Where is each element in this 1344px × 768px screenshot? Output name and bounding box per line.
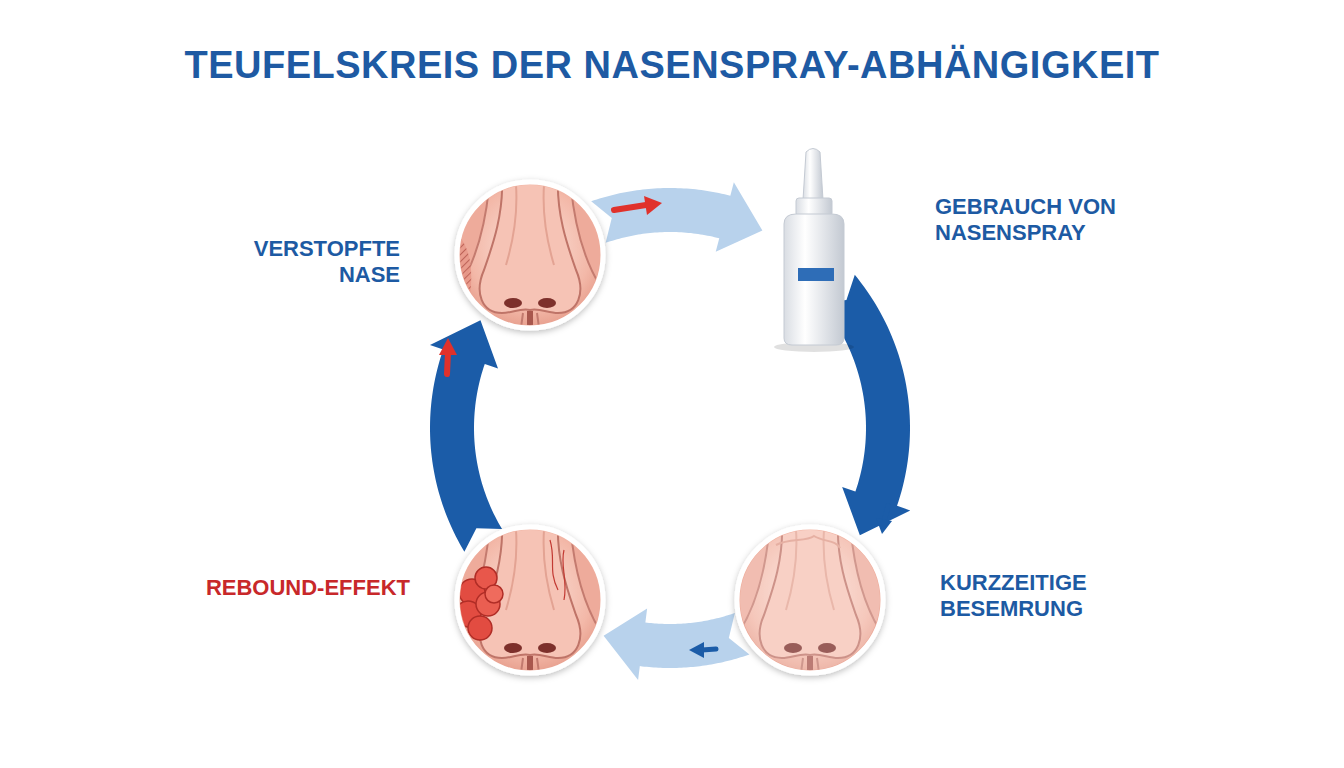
stage-node: GEBRAUCH VON NASENSPRAY: [778, 146, 850, 348]
relief-nose-figure: [730, 520, 890, 680]
stage-label: KURZZEITIGE BESEMRUNG: [940, 570, 1115, 623]
swelling: [455, 540, 565, 640]
cycle-arrow: [430, 320, 502, 551]
diagram-title: TEUFELSKREIS DER NASENSPRAY-ABHÄNGIGKEIT: [0, 44, 1344, 87]
nose-figure: [730, 520, 890, 680]
stage-label: REBOUND-EFFEKT: [206, 575, 410, 601]
stage-label: GEBRAUCH VON NASENSPRAY: [935, 194, 1130, 247]
swollen-tissue: [450, 235, 471, 300]
stage-node: REBOUND-EFFEKT: [455, 525, 605, 675]
nose-figure: [450, 175, 610, 335]
nose-figure: [450, 520, 610, 680]
small-arrows: [439, 196, 892, 658]
rebound-nose-figure: [450, 520, 610, 680]
stage-label: VERSTOPFTE NASE: [235, 236, 400, 289]
cycle-arrow: [604, 609, 750, 680]
stage-node: KURZZEITIGE BESEMRUNG: [735, 525, 885, 675]
cycle-arrow: [591, 182, 762, 252]
congested-nose-figure: [450, 175, 610, 335]
spray-bottle: [774, 149, 854, 353]
stage-node: VERSTOPFTE NASE: [455, 180, 605, 330]
